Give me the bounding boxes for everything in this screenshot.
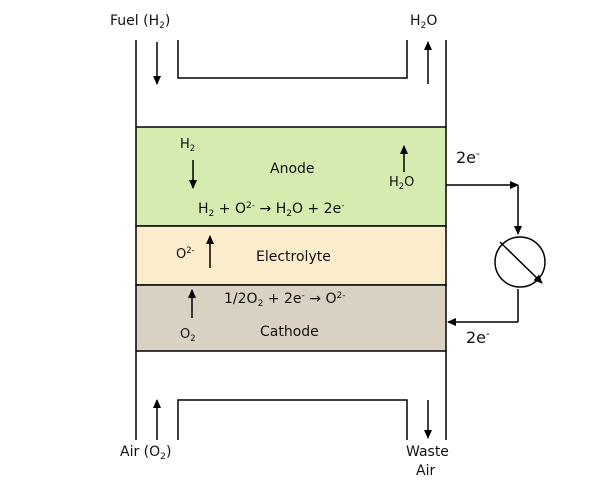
cathode-layer: [135, 284, 447, 352]
electrolyte-title: Electrolyte: [256, 249, 331, 265]
load-meter-icon: [494, 236, 546, 288]
air-channel: [135, 351, 447, 440]
oxide-ion-label: O2-: [176, 245, 195, 262]
cathode-o2-label: O2: [180, 327, 196, 343]
fuel-in-label: Fuel (H2): [110, 13, 171, 32]
water-out-label: H2O: [410, 13, 438, 32]
cathode-reaction: 1/2O2 + 2e- → O2-: [224, 291, 346, 310]
anode-layer: [135, 126, 447, 227]
anode-reaction: H2 + O2- → H2O + 2e-: [198, 201, 345, 220]
anode-h2o-label: H2O: [389, 175, 415, 191]
electrolyte-layer: [135, 225, 447, 286]
anode-title: Anode: [270, 161, 315, 177]
fuel-channel: [135, 40, 447, 127]
waste-air-label-line1: Waste: [406, 444, 449, 460]
electrons-in-label: 2e-: [466, 328, 490, 347]
cathode-title: Cathode: [260, 324, 319, 340]
electrons-out-label: 2e-: [456, 148, 480, 167]
air-in-label: Air (O2): [120, 444, 172, 463]
anode-h2-label: H2: [180, 137, 196, 153]
waste-air-label-line2: Air: [416, 463, 436, 479]
